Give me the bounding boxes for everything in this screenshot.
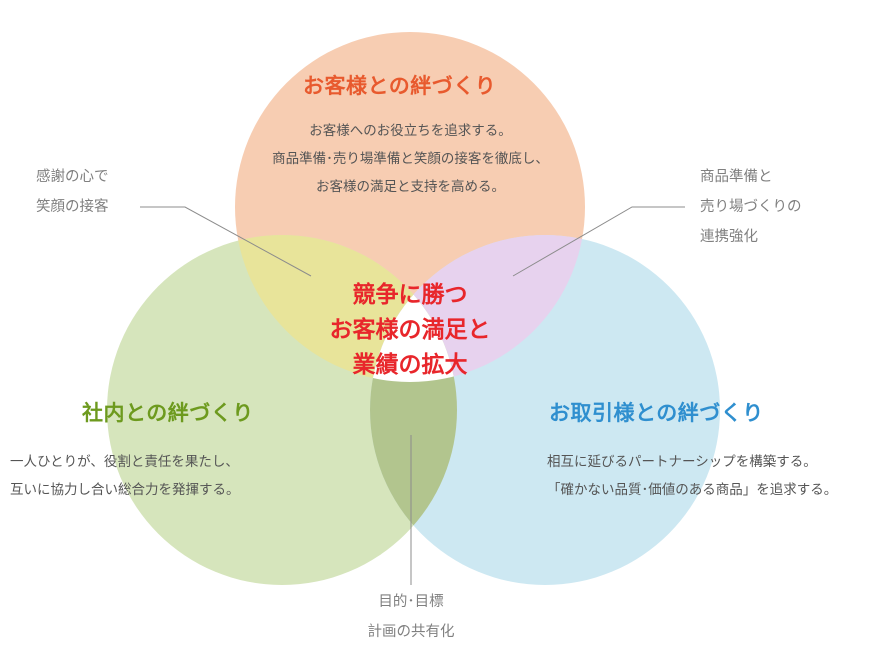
- center-line-3: 業績の拡大: [352, 352, 468, 378]
- center-line-1: 競争に勝つ: [352, 282, 468, 308]
- leader-line-left: [140, 206, 312, 277]
- overlap-customer-partner: [370, 235, 585, 382]
- customer-line-2: 商品準備･売り場準備と笑顔の接客を徹底し、: [272, 151, 549, 167]
- partner-line-1: 相互に延びるパートナーシップを構築する。: [547, 454, 817, 470]
- center-line-2: お客様の満足と: [329, 317, 491, 343]
- overlap-customer-partner-label: 商品準備と 売り場づくりの 連携強化: [700, 162, 802, 252]
- internal-line-1: 一人ひとりが、役割と責任を果たし、: [10, 454, 239, 470]
- internal-line-2: 互いに協力し合い総合力を発揮する。: [10, 482, 240, 498]
- overlap-ci-line-1: 感謝の心で: [36, 169, 109, 185]
- partner-line-2: 「確かない品質･価値のある商品」を追求する。: [547, 482, 838, 498]
- overlap-cp-line-1: 商品準備と: [700, 169, 773, 185]
- overlap-internal-partner-label: 目的･目標 計画の共有化: [311, 587, 511, 647]
- overlap-customer-internal-label: 感謝の心で 笑顔の接客: [36, 162, 109, 222]
- internal-description: 一人ひとりが、役割と責任を果たし、 互いに協力し合い総合力を発揮する。: [10, 448, 240, 504]
- leader-lines: [140, 206, 685, 585]
- customer-title: お客様との絆づくり: [303, 74, 497, 98]
- internal-title: 社内との絆づくり: [82, 401, 254, 425]
- overlap-customer-internal: [235, 235, 457, 382]
- partner-description: 相互に延びるパートナーシップを構築する。 「確かない品質･価値のある商品」を追求…: [547, 448, 837, 504]
- overlap-cp-line-2: 売り場づくりの: [700, 199, 802, 215]
- overlap-ip-line-2: 計画の共有化: [367, 624, 455, 640]
- overlap-ci-line-2: 笑顔の接客: [36, 199, 109, 215]
- overlap-cp-line-3: 連携強化: [700, 229, 758, 245]
- customer-line-3: お客様の満足と支持を高める。: [316, 179, 505, 195]
- partner-title: お取引様との絆づくり: [549, 401, 764, 425]
- overlap-ip-line-1: 目的･目標: [378, 594, 444, 610]
- leader-line-right: [512, 206, 685, 277]
- customer-line-1: お客様へのお役立ちを追求する。: [309, 123, 512, 139]
- center-label: 競争に勝つ お客様の満足と 業績の拡大: [300, 278, 520, 383]
- customer-description: お客様へのお役立ちを追求する。 商品準備･売り場準備と笑顔の接客を徹底し、 お客…: [248, 117, 573, 201]
